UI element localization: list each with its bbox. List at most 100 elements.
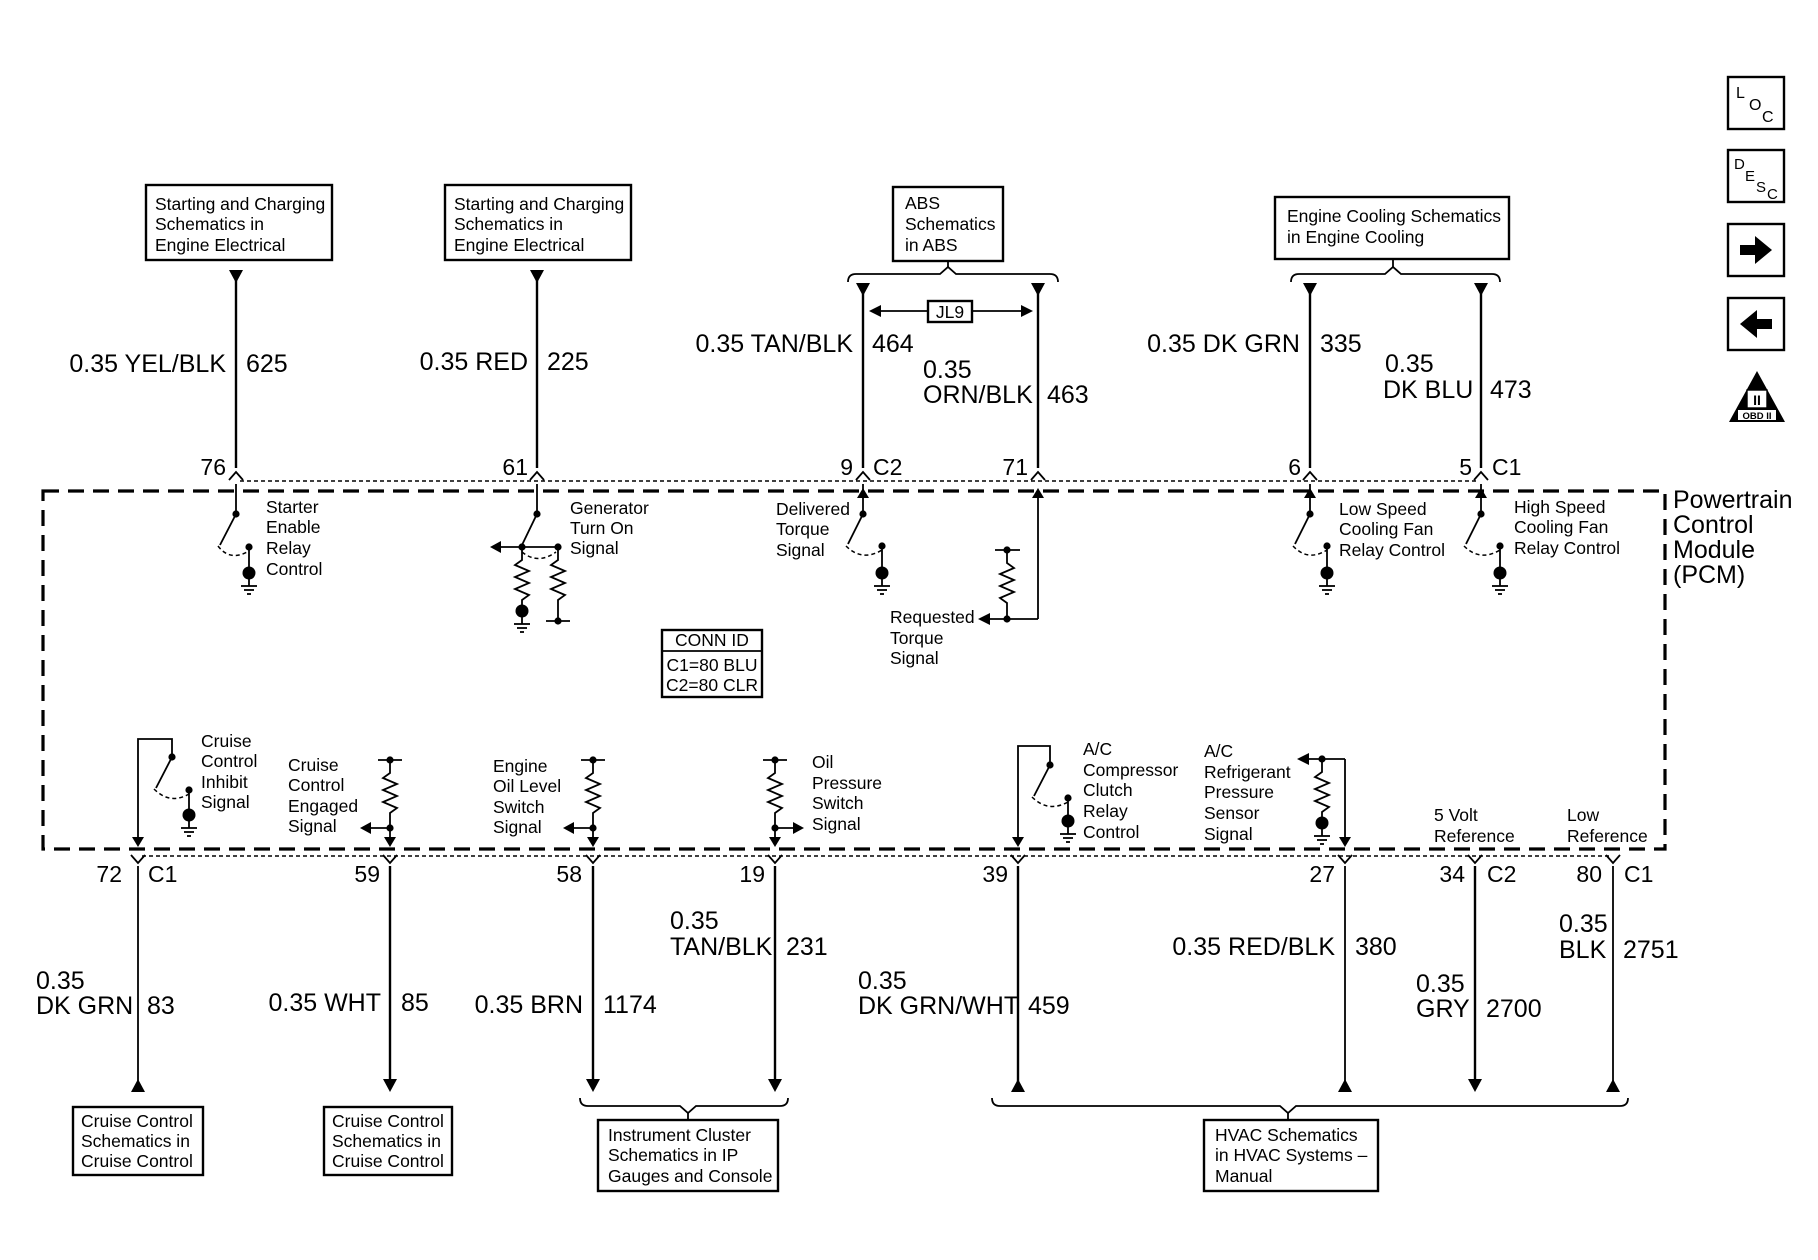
signal-label: Pressure (1204, 782, 1274, 802)
high-speed-fan-circuit: High Speed Cooling Fan Relay Control (1463, 484, 1620, 595)
wire-color: GRY (1416, 995, 1470, 1023)
signal-label: A/C (1204, 741, 1233, 761)
ref-box-cruise-control-2[interactable]: Cruise Control Schematics in Cruise Cont… (322, 1105, 454, 1177)
bottom-connector-line (130, 854, 1621, 865)
ref-box-abs[interactable]: ABS Schematics in ABS (891, 185, 1005, 263)
signal-label: Control (1083, 822, 1139, 842)
ref-line: HVAC Schematics (1215, 1125, 1358, 1145)
connector-id: C2 (1487, 861, 1516, 887)
signal-label: Cooling Fan (1514, 517, 1608, 537)
ref-box-starting-charging-2[interactable]: Starting and Charging Schematics in Engi… (443, 183, 633, 262)
wire-color: 0.35 RED/BLK (1172, 933, 1335, 961)
ref-box-hvac[interactable]: HVAC Schematics in HVAC Systems – Manual (1202, 1118, 1380, 1193)
ref-line: Instrument Cluster (608, 1125, 751, 1145)
wire-459[interactable] (1011, 866, 1025, 1092)
wire-color: 0.35 (670, 907, 719, 935)
circuit-number: 380 (1355, 933, 1397, 961)
ref-line: Schematics in IP (608, 1145, 738, 1165)
wire-335[interactable] (1303, 283, 1317, 468)
forward-button[interactable] (1726, 222, 1786, 278)
signal-label: Delivered (776, 499, 850, 519)
pin-number: 61 (502, 454, 528, 480)
wire-color: 0.35 YEL/BLK (69, 350, 226, 378)
ac-pressure-sensor-circuit: A/C Refrigerant Pressure Sensor Signal (1204, 741, 1351, 847)
conn-id-title: CONN ID (675, 630, 749, 650)
signal-label: Refrigerant (1204, 762, 1291, 782)
ref-line: ABS (905, 193, 940, 213)
wire-625[interactable] (229, 270, 243, 468)
wire-464[interactable] (856, 283, 870, 468)
ref-box-instrument-cluster[interactable]: Instrument Cluster Schematics in IP Gaug… (596, 1118, 780, 1193)
signal-label: Control (288, 775, 344, 795)
delivered-torque-circuit: Delivered Torque Signal (776, 484, 891, 595)
wire-83[interactable] (131, 866, 145, 1092)
signal-label: Signal (776, 540, 825, 560)
conn-id-box: CONN ID C1=80 BLU C2=80 CLR (660, 628, 764, 699)
ref-line: Starting and Charging (454, 194, 624, 214)
wire-1174[interactable] (586, 866, 600, 1092)
ref-line: Starting and Charging (155, 194, 325, 214)
wire-color: BLK (1559, 936, 1607, 964)
back-button[interactable] (1726, 296, 1786, 352)
circuit-number: 473 (1490, 376, 1532, 404)
signal-label: Torque (890, 628, 944, 648)
ref-line: in ABS (905, 235, 958, 255)
signal-label: Relay Control (1339, 540, 1445, 560)
ref-line: Gauges and Console (608, 1166, 772, 1186)
wire-225[interactable] (530, 270, 544, 468)
low-speed-fan-circuit: Low Speed Cooling Fan Relay Control (1292, 484, 1445, 595)
wire-231[interactable] (768, 866, 782, 1092)
top-wire-labels: 0.35 YEL/BLK 625 76 0.35 RED 225 61 0.35… (69, 330, 1531, 480)
ref-line: Schematics in (155, 214, 264, 234)
loc-button[interactable]: L O C (1726, 75, 1786, 131)
pin-number: 72 (96, 861, 122, 887)
circuit-number: 464 (872, 330, 914, 358)
ref-box-starting-charging-1[interactable]: Starting and Charging Schematics in Engi… (144, 183, 334, 262)
ref-box-engine-cooling[interactable]: Engine Cooling Schematics in Engine Cool… (1273, 195, 1511, 261)
signal-label: Reference (1434, 826, 1515, 846)
ref-line: Manual (1215, 1166, 1272, 1186)
signal-label: Signal (493, 817, 542, 837)
wire-2751[interactable] (1606, 866, 1620, 1092)
signal-label: Relay (1083, 801, 1128, 821)
wire-color: 0.35 (923, 356, 972, 384)
wire-2700[interactable] (1468, 866, 1482, 1092)
pin-number: 59 (354, 861, 380, 887)
circuit-number: 225 (547, 348, 589, 376)
desc-button[interactable]: D E S C (1726, 148, 1786, 204)
signal-label: Signal (288, 816, 337, 836)
signal-label: Control (201, 751, 257, 771)
pcm-module[interactable]: Powertrain Control Module (PCM) (41, 486, 1793, 851)
ref-line: in HVAC Systems – (1215, 1145, 1368, 1165)
obd-ii-button[interactable]: II OBD II (1729, 371, 1785, 422)
signal-label: 5 Volt (1434, 805, 1478, 825)
ac-clutch-relay-circuit: A/C Compressor Clutch Relay Control (1012, 739, 1178, 847)
signal-label: Oil Level (493, 776, 561, 796)
signal-label: High Speed (1514, 497, 1605, 517)
loc-letter: O (1749, 97, 1761, 114)
connector-id: C1 (148, 861, 177, 887)
signal-label: Starter (266, 497, 319, 517)
signal-label: Engine (493, 756, 548, 776)
module-label: (PCM) (1673, 561, 1745, 589)
pin-number: 58 (556, 861, 582, 887)
circuit-number: 231 (786, 933, 828, 961)
wire-85[interactable] (383, 866, 397, 1092)
wire-color: 0.35 TAN/BLK (696, 330, 854, 358)
wire-473[interactable] (1474, 283, 1488, 468)
wire-color: 0.35 BRN (475, 991, 583, 1019)
ref-line: Schematics in (81, 1131, 190, 1151)
wire-color: DK GRN/WHT (858, 992, 1019, 1020)
wire-463[interactable] (1031, 283, 1045, 468)
circuit-number: 625 (246, 350, 288, 378)
oil-level-circuit: Engine Oil Level Switch Signal (493, 756, 605, 847)
wire-380[interactable] (1338, 866, 1352, 1092)
signal-label: Signal (570, 538, 619, 558)
signal-label: Reference (1567, 826, 1648, 846)
ref-box-cruise-control-1[interactable]: Cruise Control Schematics in Cruise Cont… (71, 1105, 205, 1177)
circuit-number: 459 (1028, 992, 1070, 1020)
signal-label: Cruise (288, 755, 339, 775)
signal-label: Low Speed (1339, 499, 1427, 519)
circuit-number: 335 (1320, 330, 1362, 358)
signal-label: Cruise (201, 731, 252, 751)
